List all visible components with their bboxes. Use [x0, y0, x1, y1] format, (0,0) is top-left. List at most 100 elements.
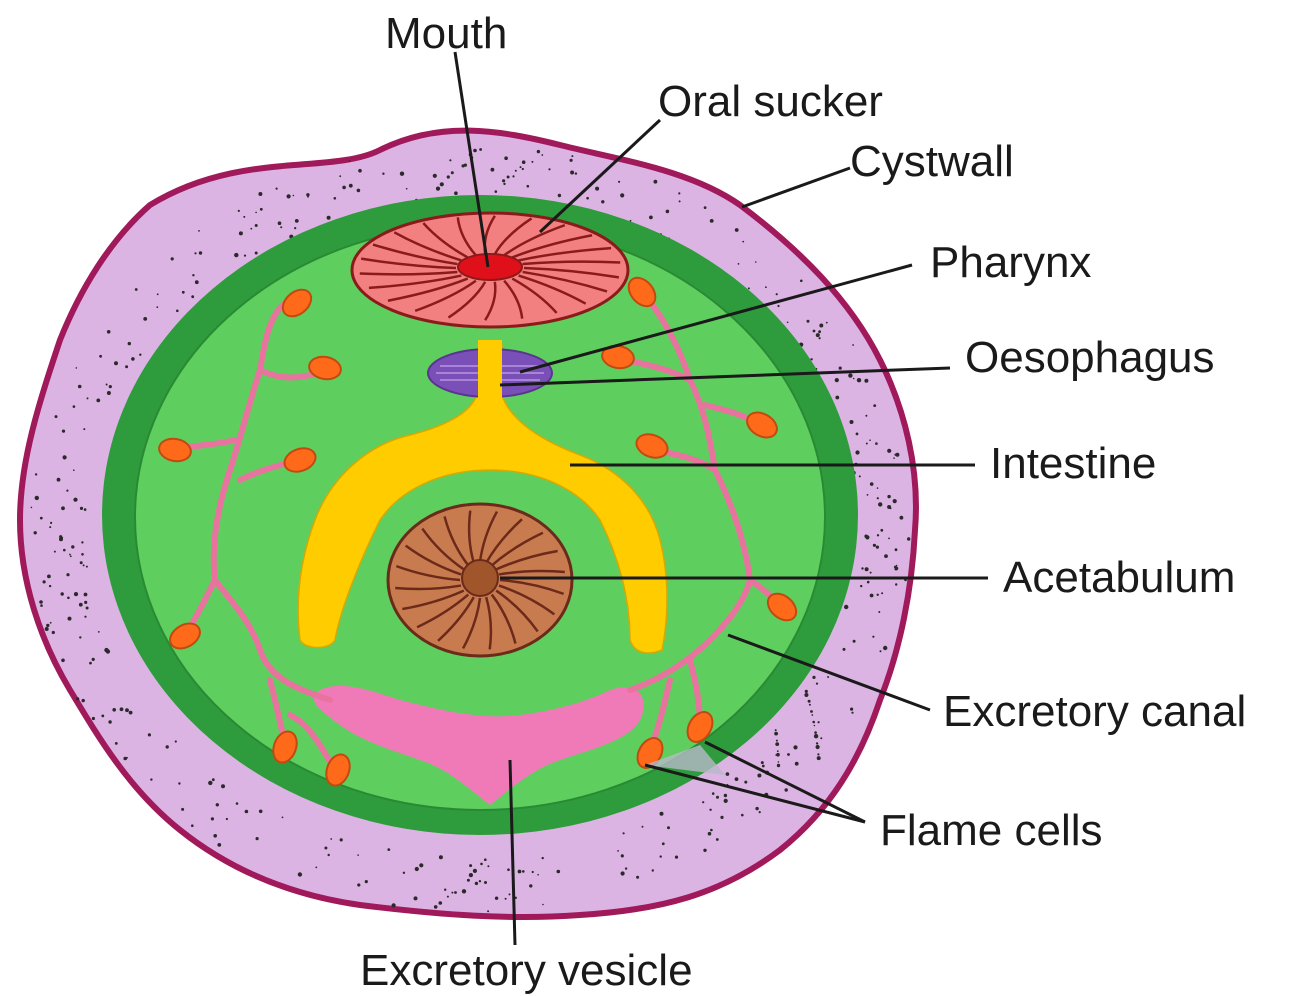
speckle-dot [357, 189, 361, 193]
speckle-dot [642, 826, 644, 828]
speckle-dot [70, 555, 72, 557]
speckle-dot [108, 720, 111, 723]
speckle-dot [131, 357, 135, 361]
speckle-dot [800, 280, 803, 283]
speckle-dot [774, 732, 778, 736]
speckle-dot [883, 646, 887, 650]
speckle-dot [78, 385, 82, 389]
speckle-dot [877, 487, 879, 489]
speckle-dot [776, 753, 780, 757]
speckle-dot [875, 442, 878, 445]
speckle-dot [620, 193, 624, 197]
speckle-dot [675, 856, 678, 859]
speckle-dot [35, 473, 37, 475]
speckle-dot [148, 733, 151, 736]
speckle-dot [454, 191, 458, 195]
speckle-dot [865, 535, 869, 539]
speckle-dot [625, 867, 627, 869]
speckle-dot [106, 384, 108, 386]
speckle-dot [787, 322, 789, 324]
speckle-dot [709, 809, 711, 811]
speckle-dot [887, 449, 891, 453]
speckle-dot [66, 490, 68, 492]
speckle-dot [522, 160, 526, 164]
speckle-dot [809, 704, 811, 706]
speckle-dot [59, 535, 62, 538]
speckle-dot [636, 876, 639, 879]
speckle-dot [447, 896, 449, 898]
speckle-dot [80, 561, 83, 564]
speckle-dot [79, 603, 83, 607]
speckle-dot [759, 811, 761, 813]
speckle-dot [135, 288, 138, 291]
speckle-dot [507, 868, 510, 871]
speckle-dot [623, 832, 625, 834]
speckle-dot [280, 226, 282, 228]
speckle-dot [755, 261, 757, 263]
speckle-dot [436, 187, 440, 191]
speckle-dot [81, 553, 84, 556]
speckle-dot [84, 601, 87, 604]
speckle-dot [817, 753, 819, 755]
speckle-dot [66, 573, 69, 576]
speckle-dot [473, 149, 477, 153]
speckle-dot [757, 774, 761, 778]
speckle-dot [178, 782, 180, 784]
speckle-dot [278, 221, 282, 225]
speckle-dot [827, 676, 829, 678]
speckle-dot [473, 869, 477, 873]
speckle-dot [866, 443, 868, 445]
speckle-dot [125, 365, 128, 368]
speckle-dot [212, 778, 215, 781]
speckle-dot [873, 404, 876, 407]
speckle-dot [467, 879, 470, 882]
speckle-dot [234, 253, 238, 257]
speckle-dot [342, 186, 346, 190]
speckle-dot [40, 517, 43, 520]
speckle-dot [45, 627, 49, 631]
speckle-dot [864, 379, 868, 383]
speckle-dot [382, 173, 384, 175]
speckle-dot [558, 194, 561, 197]
label-intestine: Intestine [990, 439, 1156, 488]
speckle-dot [895, 567, 899, 571]
speckle-dot [62, 430, 65, 433]
label-oral-sucker: Oral sucker [658, 77, 883, 126]
speckle-dot [81, 541, 83, 543]
speckle-dot [852, 344, 854, 346]
speckle-dot [859, 475, 861, 477]
speckle-dot [61, 659, 65, 663]
speckle-dot [449, 159, 451, 161]
speckle-dot [775, 742, 779, 746]
speckle-dot [255, 224, 258, 227]
speckle-dot [708, 832, 712, 836]
speckle-dot [462, 889, 466, 893]
speckle-dot [895, 583, 897, 585]
speckle-dot [40, 604, 43, 607]
speckle-dot [907, 537, 910, 540]
speckle-dot [86, 607, 89, 610]
speckle-dot [469, 873, 473, 877]
speckle-dot [818, 330, 821, 333]
speckle-dot [502, 179, 505, 182]
speckle-dot [850, 708, 853, 711]
speckle-dot [236, 802, 239, 805]
speckle-dot [816, 742, 818, 744]
speckle-dot [80, 507, 83, 510]
speckle-dot [92, 658, 95, 661]
speckle-dot [856, 433, 859, 436]
speckle-dot [595, 187, 599, 191]
speckle-dot [52, 631, 55, 634]
speckle-dot [571, 155, 573, 157]
speckle-dot [512, 175, 514, 177]
speckle-dot [324, 847, 327, 850]
speckle-dot [192, 274, 194, 276]
speckle-dot [244, 255, 246, 257]
speckle-dot [586, 197, 589, 200]
speckle-dot [191, 824, 194, 827]
speckle-dot [812, 721, 815, 724]
speckle-dot [765, 286, 767, 288]
speckle-dot [712, 792, 715, 795]
speckle-dot [504, 156, 508, 160]
speckle-dot [621, 871, 625, 875]
